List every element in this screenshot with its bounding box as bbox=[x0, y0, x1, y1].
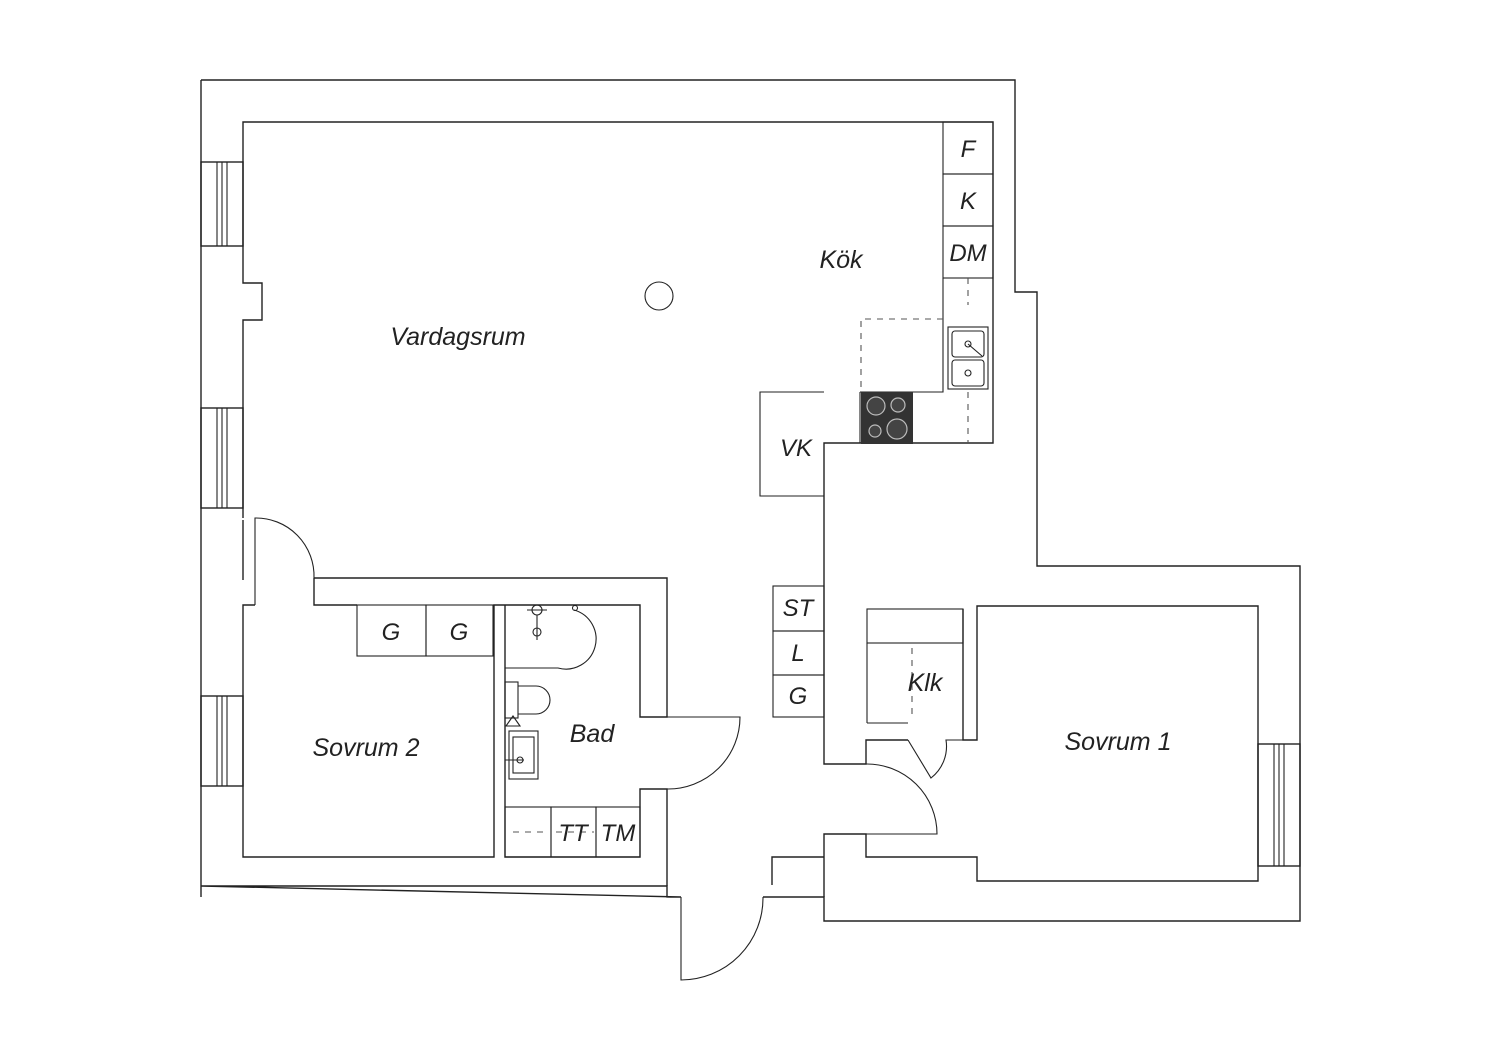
closet bbox=[866, 608, 964, 724]
fixture-label-vk: VK bbox=[780, 435, 813, 462]
vk-cupboard bbox=[759, 391, 824, 497]
door-entrance bbox=[680, 896, 764, 981]
window-bedroom1 bbox=[1257, 743, 1301, 867]
fixture-label-l: L bbox=[791, 640, 804, 667]
room-label-vardagsrum: Vardagsrum bbox=[390, 323, 525, 351]
washbasin-icon bbox=[504, 715, 539, 780]
shower-icon bbox=[505, 604, 597, 670]
window-living-top bbox=[200, 161, 244, 247]
room-label-sovrum1: Sovrum 1 bbox=[1065, 728, 1172, 756]
hall-storage bbox=[772, 585, 825, 718]
sink-icon bbox=[947, 326, 989, 390]
window-bedroom2 bbox=[200, 695, 244, 787]
toilet-icon bbox=[504, 681, 551, 719]
door-bathroom bbox=[666, 716, 741, 790]
fixture-label-k: K bbox=[960, 188, 977, 215]
room-label-sovrum2: Sovrum 2 bbox=[313, 734, 420, 762]
door-bedroom1 bbox=[865, 763, 938, 835]
laundry-units bbox=[504, 806, 641, 858]
fixture-label-dm: DM bbox=[949, 240, 986, 267]
hall-entry-jamb bbox=[771, 856, 824, 885]
fixture-label-st: ST bbox=[783, 595, 816, 622]
stove-icon bbox=[861, 392, 913, 444]
ceiling-light bbox=[644, 281, 674, 311]
room-label-kok: Kök bbox=[819, 246, 864, 274]
fixture-label-g-bed2-a: G bbox=[382, 619, 401, 646]
room-label-bad: Bad bbox=[570, 720, 616, 748]
door-bedroom2 bbox=[254, 517, 315, 605]
kitchen-counter-dashed bbox=[860, 278, 969, 443]
inner-wall-living bbox=[242, 121, 994, 518]
fixture-label-g-hall: G bbox=[789, 683, 808, 710]
inner-wall-hall bbox=[823, 518, 908, 765]
room-label-klk: Klk bbox=[908, 669, 944, 697]
window-living-bottom bbox=[200, 407, 244, 509]
bedroom2-wardrobes bbox=[356, 604, 494, 657]
inner-wall-hall-lower bbox=[823, 605, 1259, 897]
fixture-label-f: F bbox=[961, 136, 977, 163]
bedroom2-door-jamb bbox=[313, 578, 357, 606]
outer-wall bbox=[200, 79, 1301, 922]
fixture-label-g-bed2-b: G bbox=[450, 619, 469, 646]
fixture-label-tt: TT bbox=[558, 820, 590, 847]
door-closet bbox=[907, 739, 963, 779]
fixture-label-tm: TM bbox=[601, 820, 636, 847]
